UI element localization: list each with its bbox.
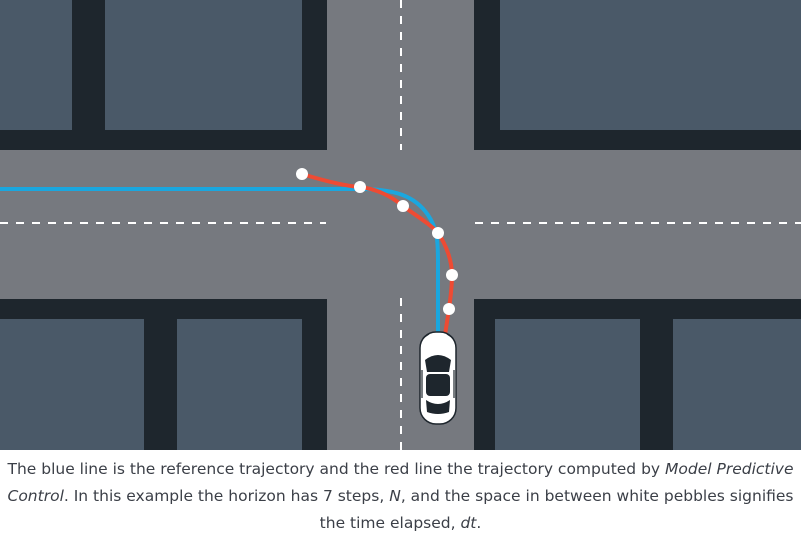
city-block-top-right [474,0,801,150]
pebble [296,168,308,180]
caption-emphasis-dt: dt [460,514,477,532]
caption-text: . In this example the horizon has 7 step… [63,487,390,505]
pebble [354,181,366,193]
lane-markings [0,0,801,450]
city-block-bottom-left [0,299,327,450]
pebble [432,227,444,239]
caption-emphasis-n: N [389,487,401,505]
trajectory-pebbles [296,168,458,315]
city-block-bottom-right [474,299,801,450]
city-block-top-left [0,0,327,150]
figure-caption: The blue line is the reference trajector… [0,456,801,537]
caption-emphasis-mpc: Model Predictive Control [7,460,794,505]
pebble [397,200,409,212]
caption-text: . [476,514,482,532]
pebble [446,269,458,281]
car-icon [419,331,457,425]
caption-text: , and the space in between white pebbles… [319,487,794,532]
caption-text: The blue line is the reference trajector… [7,460,666,478]
pebble [443,303,455,315]
intersection-diagram [0,0,801,450]
